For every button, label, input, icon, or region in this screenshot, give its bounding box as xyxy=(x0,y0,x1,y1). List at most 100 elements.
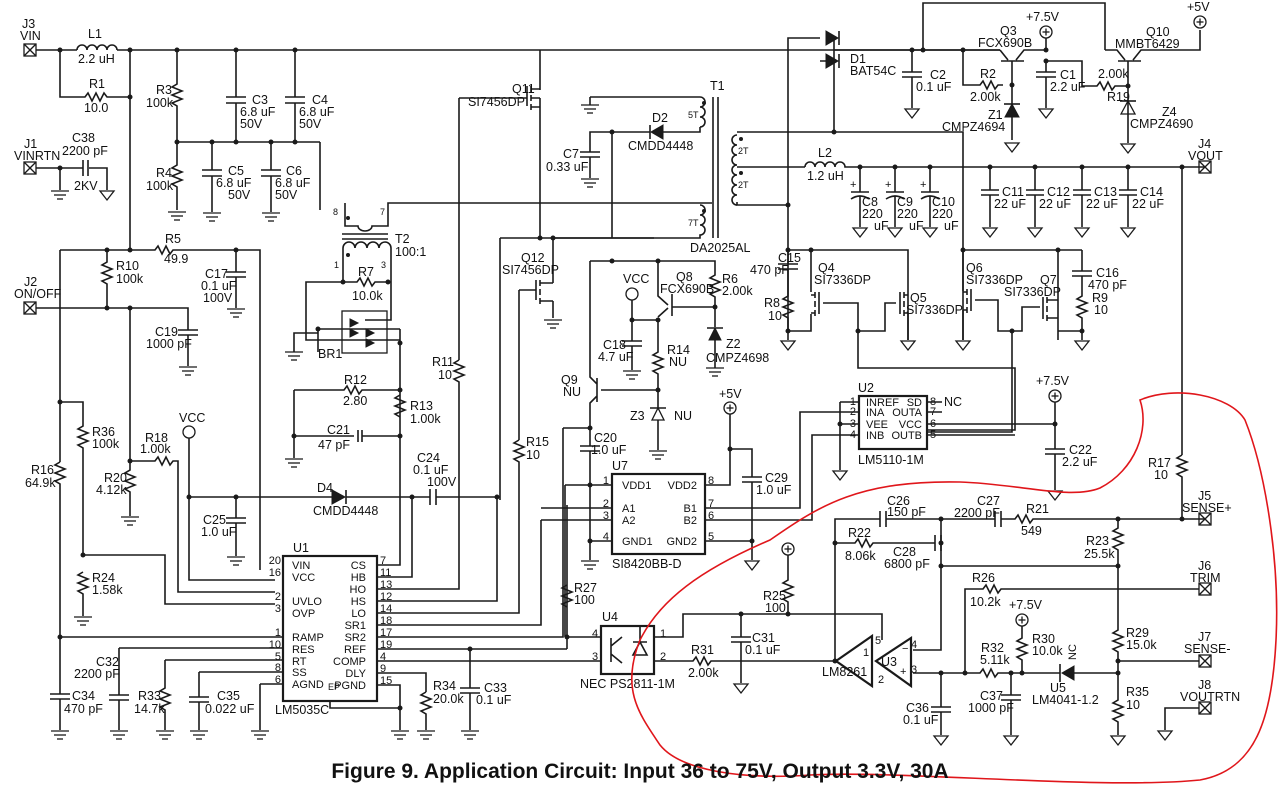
r32-value: 5.11k xyxy=(980,653,1010,667)
j3-ref: J3 xyxy=(22,17,35,31)
r14-ref: R14 xyxy=(667,343,690,357)
u4-pin-3: 3 xyxy=(592,651,598,663)
r16-value: 64.9k xyxy=(25,476,56,490)
c20-ref: C20 xyxy=(594,431,617,445)
optocoupler-u4-icon xyxy=(599,624,656,676)
cap-value: 22 uF xyxy=(1086,197,1118,211)
d2-ref: D2 xyxy=(652,111,668,125)
c22-value: 2.2 uF xyxy=(1062,455,1098,469)
annotation-outline xyxy=(631,392,1278,784)
c2-value: 0.1 uF xyxy=(916,80,952,94)
z3-ref: Z3 xyxy=(630,409,645,423)
c1-ref: C1 xyxy=(1060,68,1076,82)
t1-winding-5t: 5T xyxy=(688,110,699,120)
u1-pin-num: 20 xyxy=(269,555,281,567)
c38-ref: C38 xyxy=(72,131,95,145)
u4-pin-1: 1 xyxy=(660,628,666,640)
c7-value: 0.33 uF xyxy=(546,160,589,174)
q8-part: FCX690B xyxy=(660,282,714,296)
q6-part: SI7336DP xyxy=(966,273,1023,287)
u7-part: SI8420BB-D xyxy=(612,557,681,571)
u7-pin-name: B2 xyxy=(684,515,697,527)
q5-part: SI7336DP xyxy=(906,303,963,317)
u5-nc: NC xyxy=(1067,644,1079,660)
u1-pin-name: AGND xyxy=(292,679,324,691)
c7-ref: C7 xyxy=(563,147,579,161)
connector-icon xyxy=(23,161,37,175)
r19-ref: R19 xyxy=(1107,90,1130,104)
q10-ref: Q10 xyxy=(1146,25,1170,39)
polarity-mark: + xyxy=(920,179,926,191)
c35-ref: C35 xyxy=(217,689,240,703)
u1-pin-num: 15 xyxy=(380,675,392,687)
t1-ref: T1 xyxy=(710,79,725,93)
r7-value: 10.0k xyxy=(352,289,383,303)
u2-pin-name: VCC xyxy=(899,419,922,431)
t2-pin-7: 7 xyxy=(380,207,385,217)
t2-ref: T2 xyxy=(395,232,410,246)
r8-value: 10 xyxy=(768,309,782,323)
q12-part: SI7456DP xyxy=(502,263,559,277)
r7-ref: R7 xyxy=(358,265,374,279)
c38-value: 2200 pF xyxy=(62,144,108,158)
r26-ref: R26 xyxy=(972,571,995,585)
cap-ref: C14 xyxy=(1140,185,1163,199)
u1-pin-num: 16 xyxy=(269,567,281,579)
u1-pin-num: 17 xyxy=(380,627,392,639)
u2-part: LM5110-1M xyxy=(858,453,924,467)
u7-pin-name: GND1 xyxy=(622,536,653,548)
c5-value: 6.8 uF xyxy=(216,176,252,190)
diode-d1a-icon xyxy=(825,30,839,46)
c31-ref: C31 xyxy=(752,631,775,645)
r24-value: 1.58k xyxy=(92,583,123,597)
br1-ref: BR1 xyxy=(318,347,342,361)
vcc-label-2: VCC xyxy=(623,272,649,286)
plus-rail-icon xyxy=(781,542,795,556)
q6-ref: Q6 xyxy=(966,261,983,275)
r30-value: 10.0k xyxy=(1032,644,1063,658)
resistor-r3-r4-icon xyxy=(169,50,185,210)
c4-value: 6.8 uF xyxy=(299,105,335,119)
connector-icon xyxy=(1198,654,1212,668)
r2-ref: R2 xyxy=(980,67,996,81)
resistor-r7-icon xyxy=(343,276,388,288)
c22-ref: C22 xyxy=(1069,443,1092,457)
transformer-t1-section: D2 CMDD4448 C7 0.33 uF 5T 2T 2T 7T T1 DA… xyxy=(546,79,1205,340)
t1-winding-7t: 7T xyxy=(688,218,699,228)
j4-name: VOUT xyxy=(1188,149,1223,163)
j6-ref: J6 xyxy=(1198,559,1211,573)
resistor-r30-icon xyxy=(1014,626,1030,673)
d2-part: CMDD4448 xyxy=(628,139,693,153)
u1-pin-name: UVLO xyxy=(292,596,322,608)
u2-pin-name: INA xyxy=(866,407,885,419)
z2-part: CMPZ4698 xyxy=(706,351,769,365)
u7-pin-num: 7 xyxy=(708,498,714,510)
r33-ref: R33 xyxy=(138,689,161,703)
u7-pin-num: 3 xyxy=(603,510,609,522)
resistor-r14-icon xyxy=(650,320,666,390)
u2-pin-name: OUTA xyxy=(892,407,922,419)
r18-value: 1.00k xyxy=(140,442,171,456)
c35-value: 0.022 uF xyxy=(205,702,255,716)
mosfet-q4-icon xyxy=(788,250,896,332)
mosfet-q11-icon xyxy=(520,86,541,110)
u1-pin-num: 3 xyxy=(275,603,281,615)
z4-part: CMPZ4690 xyxy=(1130,117,1193,131)
c26-value: 150 pF xyxy=(887,505,926,519)
u1-pin-name: HO xyxy=(350,584,367,596)
resistor-r34-icon xyxy=(418,691,434,730)
t1-secondary-icon xyxy=(731,134,738,206)
q4-ref: Q4 xyxy=(818,261,835,275)
u2-nc: NC xyxy=(944,395,962,409)
bias-supply-section: D1 BAT54C C2 0.1 uF R2 2.00k Q3 FCX690B … xyxy=(787,0,1210,205)
u3-pin-3: 3 xyxy=(911,664,917,676)
q7-ref: Q7 xyxy=(1040,273,1057,287)
c32-value: 2200 pF xyxy=(74,667,120,681)
resistor-r15-icon xyxy=(511,439,527,605)
r6-ref: R6 xyxy=(722,272,738,286)
d1-ref: D1 xyxy=(850,52,866,66)
j6-name: TRIM xyxy=(1190,571,1221,585)
u1-pin-num: 13 xyxy=(380,579,392,591)
